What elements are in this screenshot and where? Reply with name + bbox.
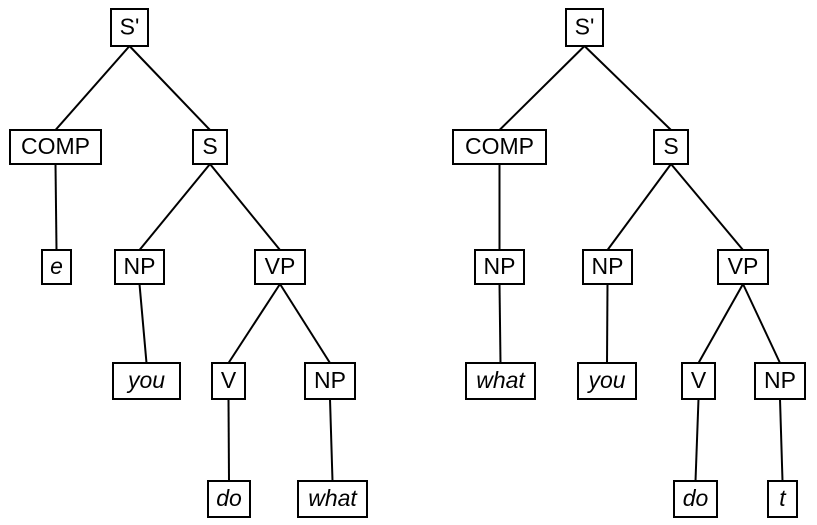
- node-label-L-NP2: NP: [314, 367, 346, 393]
- tree-node-L-e[interactable]: e: [41, 249, 72, 285]
- node-box-L-e: [41, 249, 72, 285]
- tree-edge-R-V-to-R-do: [694, 398, 700, 482]
- tree-node-L-V[interactable]: V: [211, 362, 246, 400]
- tree-edge-L-NP2-to-L-what: [329, 398, 334, 482]
- tree-edge-R-NP1-to-R-you: [606, 283, 609, 364]
- tree-node-L-Sbar[interactable]: S': [110, 8, 149, 47]
- tree-node-R-do[interactable]: do: [673, 480, 718, 518]
- edge-group: [54, 45, 334, 482]
- node-label-R-you: you: [586, 367, 625, 393]
- tree-node-L-what[interactable]: what: [297, 480, 368, 518]
- node-label-L-e: e: [50, 253, 63, 279]
- node-box-L-S: [192, 129, 228, 165]
- tree-edge-R-Sbar-to-R-S: [583, 45, 672, 131]
- tree-edge-L-COMP-to-L-e: [54, 163, 58, 251]
- node-label-R-NP2: NP: [764, 367, 796, 393]
- node-label-L-you: you: [126, 367, 165, 393]
- node-box-L-COMP: [9, 129, 102, 165]
- node-box-R-NP1: [582, 249, 633, 285]
- tree-edge-R-S-to-R-NP1: [606, 163, 672, 251]
- tree-edge-L-VP-to-L-V: [227, 283, 281, 364]
- tree-node-R-COMP[interactable]: COMP: [452, 129, 547, 165]
- node-label-L-V: V: [221, 367, 237, 393]
- tree-edge-R-S-to-R-VP: [670, 163, 744, 251]
- node-box-L-you: [112, 362, 181, 400]
- node-box-L-NP1: [114, 249, 165, 285]
- tree-edge-L-VP-to-L-NP2: [279, 283, 331, 364]
- node-label-R-t: t: [779, 485, 787, 511]
- tree-edge-R-NP0-to-R-what: [498, 283, 502, 364]
- node-box-L-Sbar: [110, 8, 149, 47]
- node-box-L-VP: [254, 249, 306, 285]
- node-box-R-VP: [717, 249, 769, 285]
- tree-edge-L-Sbar-to-L-S: [128, 45, 211, 131]
- tree-node-L-you[interactable]: you: [112, 362, 181, 400]
- node-box-L-V: [211, 362, 246, 400]
- node-box-L-what: [297, 480, 368, 518]
- tree-node-L-COMP[interactable]: COMP: [9, 129, 102, 165]
- node-label-L-S: S: [202, 133, 217, 159]
- node-label-L-do: do: [216, 485, 242, 511]
- tree-node-R-V[interactable]: V: [681, 362, 716, 400]
- tree-node-R-t[interactable]: t: [767, 480, 798, 518]
- tree-node-L-NP2[interactable]: NP: [304, 362, 356, 400]
- tree-edge-L-V-to-L-do: [227, 398, 230, 482]
- tree-node-R-S[interactable]: S: [653, 129, 689, 165]
- tree-node-L-NP1[interactable]: NP: [114, 249, 165, 285]
- node-box-R-Sbar: [565, 8, 604, 47]
- node-label-L-NP1: NP: [124, 253, 156, 279]
- node-label-R-COMP: COMP: [465, 133, 534, 159]
- node-box-R-do: [673, 480, 718, 518]
- node-label-L-VP: VP: [265, 253, 296, 279]
- tree-edge-L-S-to-L-NP1: [138, 163, 211, 251]
- node-label-R-NP1: NP: [592, 253, 624, 279]
- s-structure-tree: S' COMP S NP NP VP what you V NP do t: [452, 8, 806, 518]
- tree-node-R-VP[interactable]: VP: [717, 249, 769, 285]
- tree-node-R-NP2[interactable]: NP: [754, 362, 806, 400]
- node-box-R-what: [465, 362, 536, 400]
- node-box-R-you: [577, 362, 637, 400]
- tree-edge-L-NP1-to-L-you: [138, 283, 148, 364]
- node-label-R-VP: VP: [728, 253, 759, 279]
- tree-edge-R-NP2-to-R-t: [779, 398, 784, 482]
- tree-node-L-S[interactable]: S: [192, 129, 228, 165]
- tree-edge-R-VP-to-R-V: [697, 283, 744, 364]
- tree-node-L-VP[interactable]: VP: [254, 249, 306, 285]
- tree-node-R-Sbar[interactable]: S': [565, 8, 604, 47]
- node-box-R-NP2: [754, 362, 806, 400]
- node-label-R-Sbar: S': [575, 14, 595, 40]
- node-label-L-what: what: [308, 485, 358, 511]
- node-label-R-V: V: [691, 367, 707, 393]
- tree-edge-R-Sbar-to-R-COMP: [498, 45, 586, 131]
- tree-node-R-what[interactable]: what: [465, 362, 536, 400]
- tree-edge-L-S-to-L-VP: [209, 163, 281, 251]
- tree-node-R-NP1[interactable]: NP: [582, 249, 633, 285]
- node-label-R-S: S: [663, 133, 678, 159]
- node-label-R-NP0: NP: [484, 253, 516, 279]
- tree-node-R-you[interactable]: you: [577, 362, 637, 400]
- tree-edge-L-Sbar-to-L-COMP: [54, 45, 131, 131]
- node-box-L-do: [207, 480, 251, 518]
- node-box-L-NP2: [304, 362, 356, 400]
- edge-group: [498, 45, 784, 482]
- tree-node-R-NP0[interactable]: NP: [474, 249, 525, 285]
- node-label-L-Sbar: S': [120, 14, 140, 40]
- node-label-L-COMP: COMP: [21, 133, 90, 159]
- node-box-R-NP0: [474, 249, 525, 285]
- node-box-R-t: [767, 480, 798, 518]
- node-label-R-what: what: [476, 367, 526, 393]
- node-label-R-do: do: [683, 485, 709, 511]
- node-box-R-V: [681, 362, 716, 400]
- tree-node-L-do[interactable]: do: [207, 480, 251, 518]
- node-box-R-S: [653, 129, 689, 165]
- node-box-R-COMP: [452, 129, 547, 165]
- tree-edge-R-VP-to-R-NP2: [742, 283, 781, 364]
